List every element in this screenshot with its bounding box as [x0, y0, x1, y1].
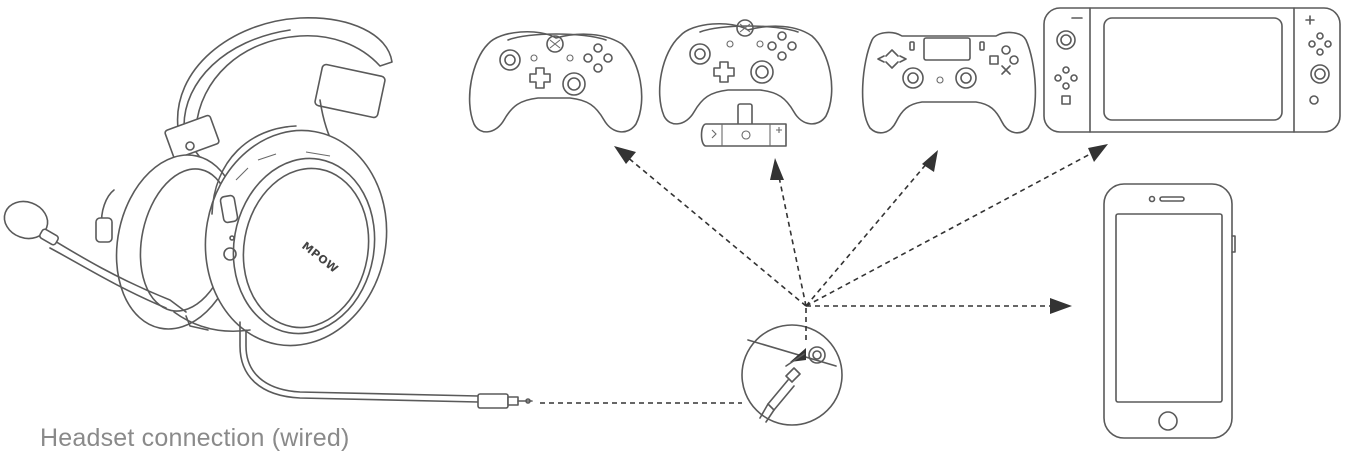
- ps4-controller-icon: [861, 31, 1037, 134]
- audio-jack-inset: [741, 324, 843, 426]
- xbox-controller-icon: [468, 30, 643, 133]
- nintendo-switch-icon: [1043, 7, 1341, 133]
- diagram-caption: Headset connection (wired): [40, 424, 350, 452]
- smartphone-icon: [1103, 183, 1236, 439]
- xbox-controller-adapter-icon: [658, 19, 833, 147]
- connection-arrows: [540, 144, 1108, 404]
- headset-illustration: MPOW: [3, 17, 533, 409]
